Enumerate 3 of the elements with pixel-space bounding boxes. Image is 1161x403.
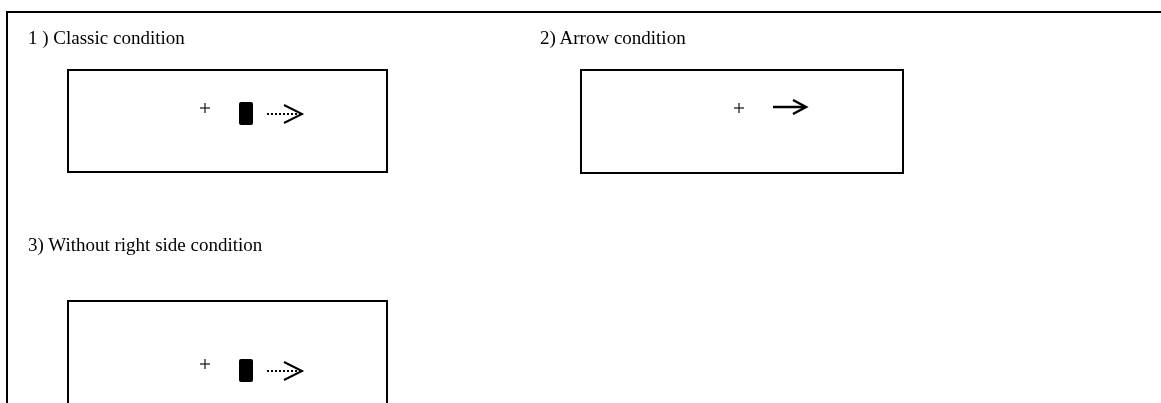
condition-heading: 1 ) Classic condition — [28, 27, 185, 49]
condition-heading: 3) Without right side condition — [28, 234, 263, 256]
condition-heading: 2) Arrow condition — [540, 27, 686, 49]
